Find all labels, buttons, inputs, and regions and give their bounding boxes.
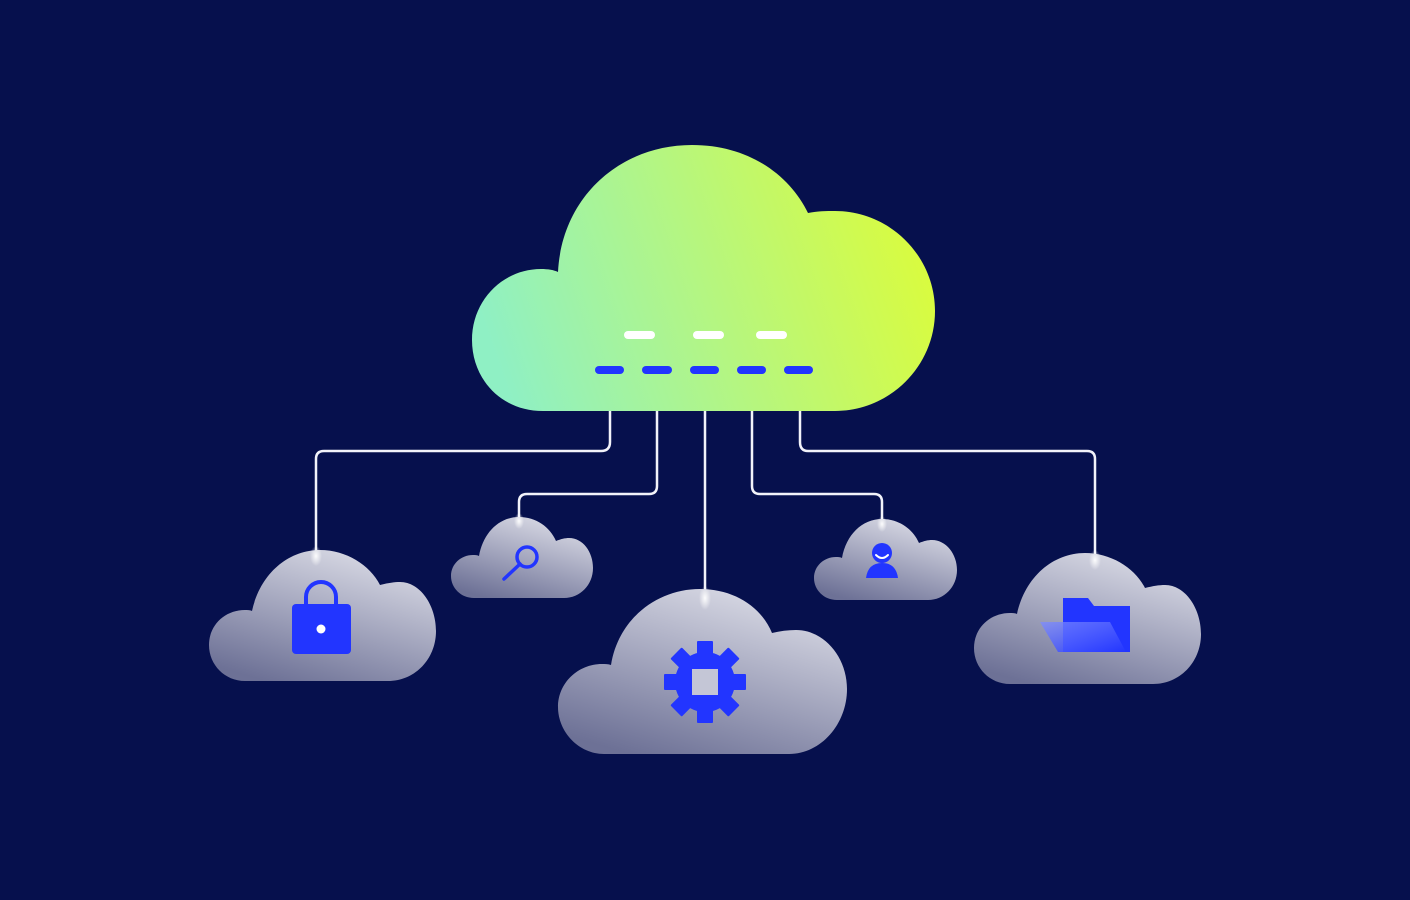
- connector-glow: [514, 513, 524, 529]
- connector-glow: [1089, 550, 1101, 570]
- lock-icon: [292, 580, 351, 654]
- user-icon: [866, 543, 898, 578]
- main-cloud-shape: [472, 145, 935, 411]
- security-cloud: [209, 546, 436, 681]
- connector-glow: [877, 516, 887, 532]
- connector-security: [314, 386, 612, 556]
- connector-glow: [310, 546, 322, 566]
- folder-icon: [1040, 598, 1130, 652]
- connector-glow: [699, 586, 711, 610]
- gear-icon: [664, 641, 746, 723]
- connector-user: [750, 386, 884, 524]
- connector-lines: [314, 386, 1097, 592]
- settings-cloud: [558, 586, 847, 754]
- search-icon: [502, 545, 539, 581]
- user-cloud: [814, 516, 957, 600]
- connector-folder: [798, 386, 1097, 558]
- connector-search: [517, 386, 659, 522]
- search-cloud: [451, 513, 593, 598]
- search-cloud-shape: [451, 517, 593, 598]
- main-cloud: [472, 145, 935, 411]
- folder-cloud: [974, 550, 1201, 684]
